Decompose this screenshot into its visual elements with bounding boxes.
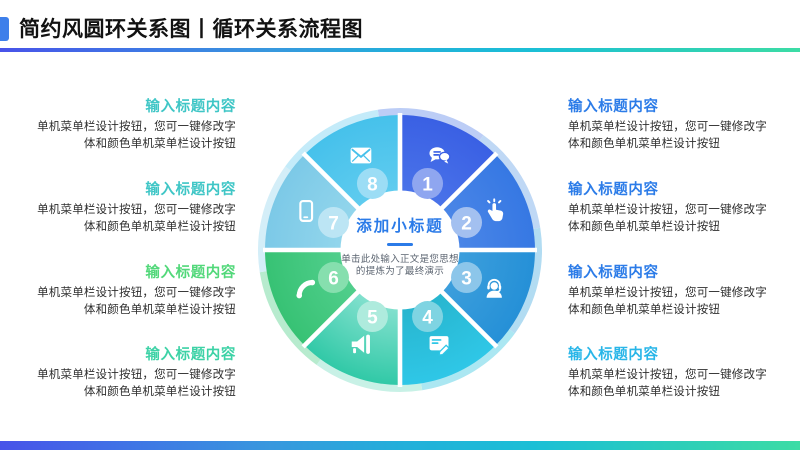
svg-text:4: 4 [422,307,433,328]
svg-text:5: 5 [367,307,378,328]
text-block-left-3: 输入标题内容 单机菜单栏设计按钮，您可一键修改字体和颜色单机菜单栏设计按钮 [36,265,236,318]
segment-number-3: 3 [451,262,483,294]
text-block-left-4: 输入标题内容 单机菜单栏设计按钮，您可一键修改字体和颜色单机菜单栏设计按钮 [36,347,236,400]
block-title: 输入标题内容 [145,347,236,363]
block-title: 输入标题内容 [568,347,659,363]
ring-chart: 1 2 3 4 5 6 7 8 [258,108,542,392]
segment-number-5: 5 [356,301,388,333]
block-title: 输入标题内容 [145,99,236,115]
block-title: 输入标题内容 [568,265,659,281]
block-title: 输入标题内容 [145,182,236,198]
bottom-accent-bar [0,441,800,450]
block-body: 单机菜单栏设计按钮，您可一键修改字体和颜色单机菜单栏设计按钮 [37,287,236,316]
title-bullet [0,17,9,41]
segment-number-8: 8 [356,167,388,199]
svg-text:6: 6 [328,268,339,289]
text-block-right-4: 输入标题内容 单机菜单栏设计按钮，您可一键修改字体和颜色单机菜单栏设计按钮 [568,347,768,400]
segment-number-7: 7 [317,206,349,238]
svg-text:1: 1 [422,174,433,195]
segment-number-4: 4 [412,301,444,333]
mobile-icon [299,200,314,222]
block-title: 输入标题内容 [568,99,659,115]
ring-diagram: 1 2 3 4 5 6 7 8 [254,104,546,396]
title-underline-gradient [0,48,800,52]
tap-icon [487,198,504,222]
block-title: 输入标题内容 [568,182,659,198]
segment-number-6: 6 [317,262,349,294]
ring-center-disc [340,190,460,310]
block-body: 单机菜单栏设计按钮，您可一键修改字体和颜色单机菜单栏设计按钮 [568,121,767,150]
block-body: 单机菜单栏设计按钮，您可一键修改字体和颜色单机菜单栏设计按钮 [568,287,767,316]
block-body: 单机菜单栏设计按钮，您可一键修改字体和颜色单机菜单栏设计按钮 [37,204,236,233]
segment-number-1: 1 [412,167,444,199]
chat-icon [429,147,451,164]
svg-text:3: 3 [461,268,472,289]
segment-number-2: 2 [451,206,483,238]
text-block-right-2: 输入标题内容 单机菜单栏设计按钮，您可一键修改字体和颜色单机菜单栏设计按钮 [568,182,768,235]
service-icon [486,278,502,298]
call-icon [296,279,316,299]
block-body: 单机菜单栏设计按钮，您可一键修改字体和颜色单机菜单栏设计按钮 [37,369,236,398]
mail-icon [350,147,372,164]
text-block-right-1: 输入标题内容 单机菜单栏设计按钮，您可一键修改字体和颜色单机菜单栏设计按钮 [568,99,768,152]
speaker-icon [351,334,370,354]
block-body: 单机菜单栏设计按钮，您可一键修改字体和颜色单机菜单栏设计按钮 [568,369,767,398]
svg-text:8: 8 [367,174,378,195]
block-body: 单机菜单栏设计按钮，您可一键修改字体和颜色单机菜单栏设计按钮 [37,121,236,150]
block-title: 输入标题内容 [145,265,236,281]
text-block-right-3: 输入标题内容 单机菜单栏设计按钮，您可一键修改字体和颜色单机菜单栏设计按钮 [568,265,768,318]
svg-text:2: 2 [461,213,472,234]
svg-text:7: 7 [328,213,339,234]
block-body: 单机菜单栏设计按钮，您可一键修改字体和颜色单机菜单栏设计按钮 [568,204,767,233]
page-title: 简约风圆环关系图丨循环关系流程图 [19,18,363,41]
text-block-left-1: 输入标题内容 单机菜单栏设计按钮，您可一键修改字体和颜色单机菜单栏设计按钮 [36,99,236,152]
form-icon [429,336,450,356]
text-block-left-2: 输入标题内容 单机菜单栏设计按钮，您可一键修改字体和颜色单机菜单栏设计按钮 [36,182,236,235]
